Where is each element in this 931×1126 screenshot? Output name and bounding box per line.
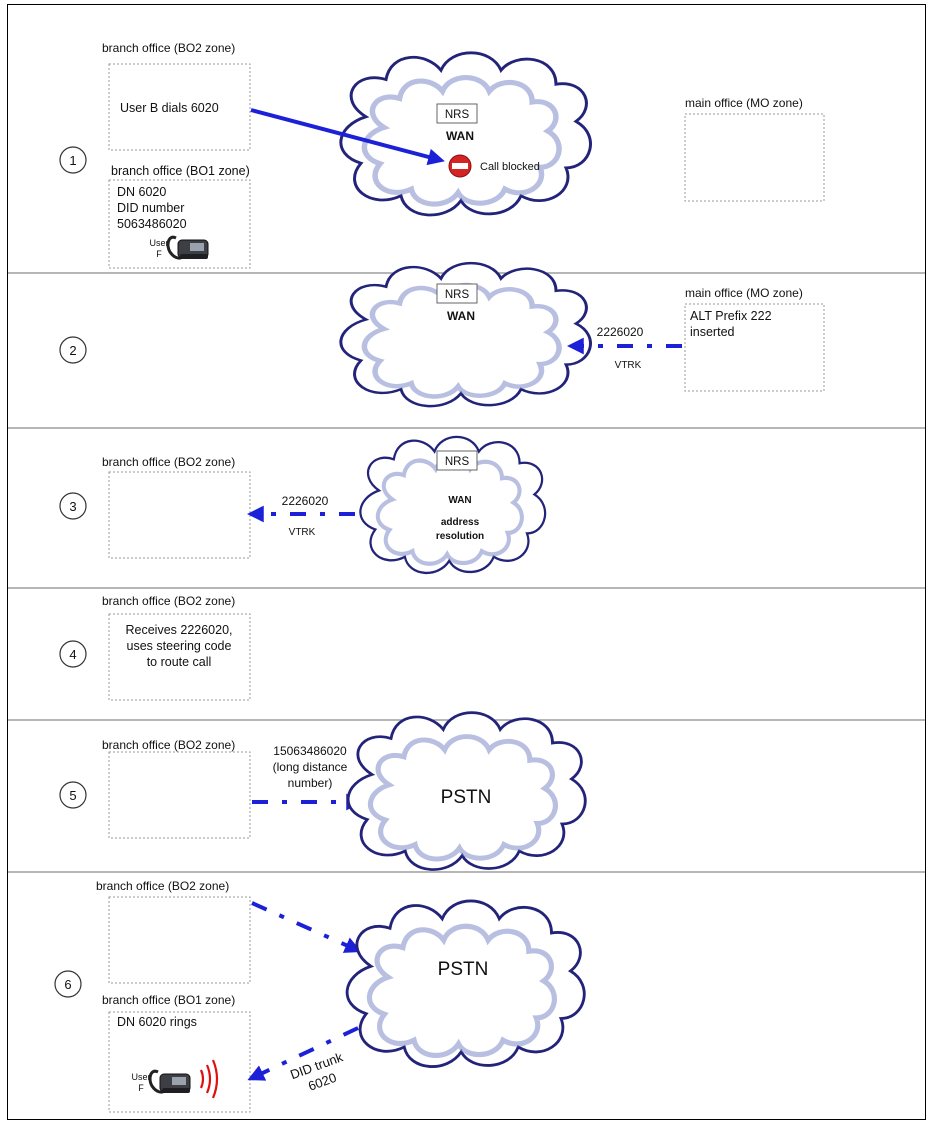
bo1-box — [108, 1011, 251, 1113]
step-6: branch office (BO2 zone) 6 branch office… — [54, 879, 586, 1113]
nrs-box — [436, 450, 478, 471]
blocked-icon — [448, 154, 472, 178]
bo2-box — [108, 896, 251, 984]
wan-label: WAN — [448, 495, 471, 506]
step-number-badge — [59, 640, 87, 668]
step-number: 1 — [69, 153, 76, 168]
step-number: 5 — [69, 788, 76, 803]
bo2-title: branch office (BO2 zone) — [102, 455, 235, 469]
address-label: address — [441, 517, 480, 528]
nrs-box — [436, 283, 478, 304]
mo-line-prefix: ALT Prefix 222 — [690, 309, 772, 323]
step-number-badge — [59, 492, 87, 520]
bo2-box — [108, 613, 251, 701]
user-label: User — [149, 238, 168, 248]
nrs-label: NRS — [445, 109, 470, 121]
wan-label: WAN — [447, 309, 475, 323]
mo-box — [684, 303, 825, 392]
digits-label-number: number) — [288, 776, 333, 790]
user-label: User — [131, 1072, 150, 1082]
bo2-title: branch office (BO2 zone) — [96, 879, 229, 893]
digits-label: 2226020 — [597, 325, 644, 339]
step-number: 4 — [69, 647, 76, 662]
mo-title: main office (MO zone) — [685, 286, 803, 300]
bo2-dial-text: User B dials 6020 — [120, 101, 219, 115]
resolution-label: resolution — [436, 531, 484, 542]
bo2-box — [108, 63, 251, 151]
step-number: 3 — [69, 499, 76, 514]
bo1-line-dn: DN 6020 — [117, 185, 166, 199]
step-number-badge — [59, 781, 87, 809]
route-arrow-to-pstn — [251, 901, 362, 953]
mo-line-inserted: inserted — [690, 325, 735, 339]
pstn-label: PSTN — [441, 787, 492, 808]
diagram-frame — [7, 4, 926, 1120]
phone-icon — [166, 235, 210, 261]
bo1-line-number: 5063486020 — [117, 217, 187, 231]
bo1-title: branch office (BO1 zone) — [111, 164, 250, 178]
step-5: branch office (BO2 zone) 5 15063486020 (… — [59, 711, 587, 871]
trunk-label: VTRK — [615, 360, 642, 371]
step-3: branch office (BO2 zone) 3 NRS WAN addre… — [59, 435, 547, 575]
dial-arrow — [250, 108, 445, 166]
user-label-f: F — [156, 249, 162, 259]
bo1-line-did: DID number — [117, 201, 184, 215]
bo1-title: branch office (BO1 zone) — [102, 993, 235, 1007]
nrs-box — [436, 103, 478, 124]
step-4: branch office (BO2 zone) Receives 222602… — [59, 594, 251, 701]
digits-label: 2226020 — [282, 494, 329, 508]
bo2-title: branch office (BO2 zone) — [102, 738, 235, 752]
bo1-box — [108, 179, 251, 269]
step-number: 2 — [69, 343, 76, 358]
bo1-rings-text: DN 6020 rings — [117, 1015, 197, 1029]
phone-icon — [148, 1069, 192, 1095]
digits-label-long: (long distance — [273, 760, 348, 774]
bo2-title: branch office (BO2 zone) — [102, 41, 235, 55]
digits-label: 15063486020 — [273, 744, 347, 758]
step-number-badge — [59, 146, 87, 174]
user-label-f: F — [138, 1083, 144, 1093]
bo2-title: branch office (BO2 zone) — [102, 594, 235, 608]
bo2-line-steering: uses steering code — [127, 639, 232, 653]
nrs-label: NRS — [445, 289, 470, 301]
pstn-cloud — [345, 899, 586, 1069]
trunk-label: VTRK — [289, 527, 316, 538]
ringing-icon — [199, 1059, 219, 1099]
step-number: 6 — [64, 977, 71, 992]
route-arrow-to-bo1 — [247, 1026, 359, 1081]
nrs-label: NRS — [445, 456, 470, 468]
bo2-line-route: to route call — [147, 655, 212, 669]
step-number-badge — [59, 336, 87, 364]
mo-box — [684, 113, 825, 202]
step-number-badge — [54, 970, 82, 998]
wan-label: WAN — [446, 129, 474, 143]
pstn-label: PSTN — [438, 959, 489, 980]
call-blocked-label: Call blocked — [480, 161, 540, 173]
bo2-box — [108, 471, 251, 559]
mo-title: main office (MO zone) — [685, 96, 803, 110]
bo2-line-receives: Receives 2226020, — [125, 623, 232, 637]
step-2: 2 NRS WAN main office (MO zone) ALT Pref… — [59, 261, 825, 408]
bo2-box — [108, 751, 251, 839]
step-1: branch office (BO2 zone) User B dials 60… — [59, 41, 825, 269]
